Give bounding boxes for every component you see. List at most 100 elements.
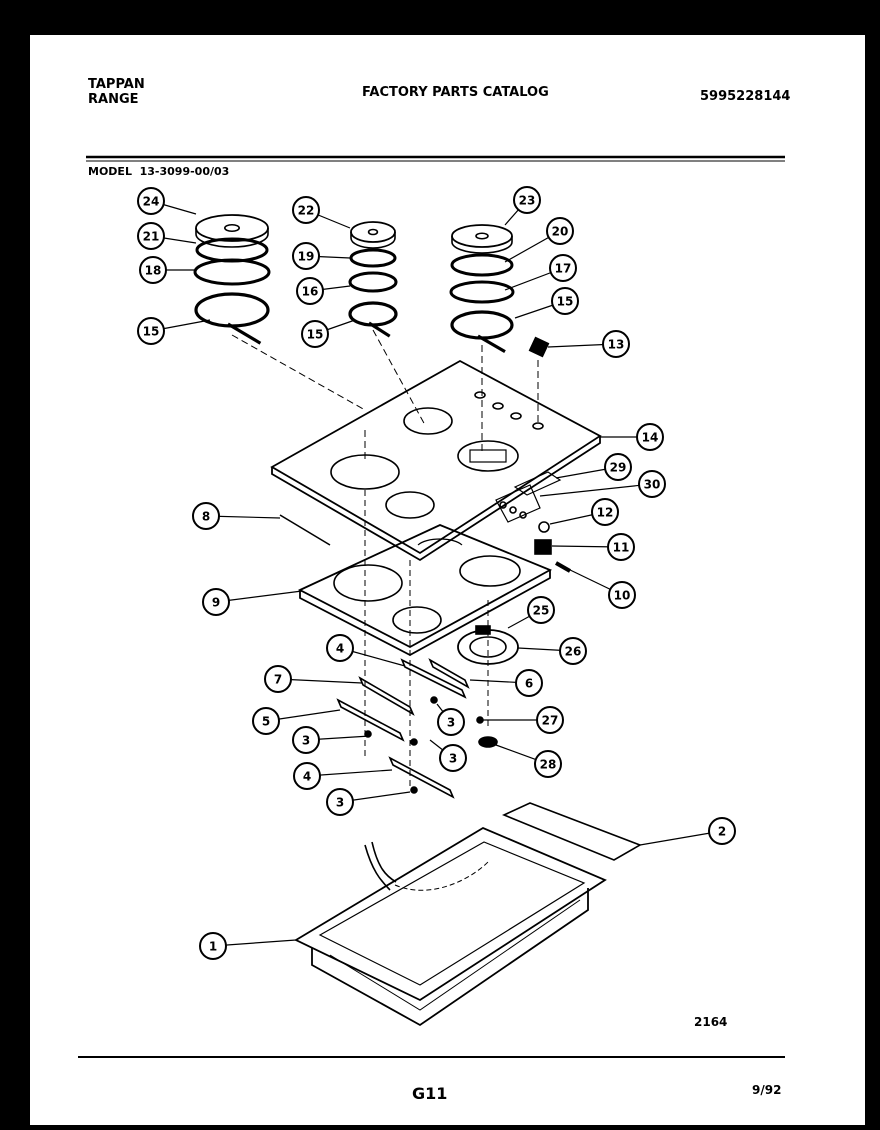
callout-number: 28 <box>540 758 557 772</box>
callout: 15 <box>551 287 579 315</box>
control-switch <box>499 501 507 509</box>
support-bracket <box>400 658 467 699</box>
catalog-number: 5995228144 <box>700 89 791 104</box>
element-bracket <box>469 449 507 463</box>
callout-leader <box>306 769 393 777</box>
drawing-number: 2164 <box>694 1015 728 1029</box>
callout: 5 <box>252 707 280 735</box>
knob-hole <box>532 422 544 430</box>
callout: 7 <box>264 665 292 693</box>
callout-circle <box>515 669 543 697</box>
power-cord <box>364 844 391 891</box>
callout: 10 <box>608 581 636 609</box>
drip-tray-hole <box>392 606 442 634</box>
callout-circle <box>439 744 467 772</box>
reflector-ring <box>349 248 397 268</box>
callout-number: 19 <box>298 250 315 264</box>
callout-circle <box>608 581 636 609</box>
leader-lines <box>150 199 723 947</box>
wire-route <box>394 861 489 891</box>
brand-name: TAPPAN RANGE <box>88 77 145 107</box>
callout: 2 <box>708 817 736 845</box>
callout-circle <box>199 932 227 960</box>
callout-leader <box>215 590 303 603</box>
callout-circle <box>604 453 632 481</box>
burner-cap <box>350 221 396 243</box>
callout: 28 <box>534 750 562 778</box>
cooktop-hole <box>403 407 453 435</box>
gasket <box>279 514 331 546</box>
callout-circle <box>638 470 666 498</box>
callout: 13 <box>602 330 630 358</box>
control-switch <box>509 506 517 514</box>
callout: 21 <box>137 222 165 250</box>
support-bracket <box>336 698 405 742</box>
callout-number: 15 <box>557 295 574 309</box>
cooktop-hole <box>330 454 400 490</box>
callout-circle <box>292 196 320 224</box>
callout: 4 <box>293 762 321 790</box>
coil-terminal <box>227 322 262 345</box>
callout-circle <box>264 665 292 693</box>
heating-coil <box>450 310 514 340</box>
callout-circle <box>252 707 280 735</box>
alignment-line <box>372 329 426 426</box>
callout-circle <box>559 637 587 665</box>
callout-number: 4 <box>336 642 344 656</box>
catalog-title: FACTORY PARTS CATALOG <box>362 85 549 100</box>
callout: 1 <box>199 932 227 960</box>
reflector-ring <box>193 258 271 286</box>
model-label: MODEL <box>88 165 132 178</box>
callout-circle <box>437 708 465 736</box>
callout: 23 <box>513 186 541 214</box>
callout-circle <box>296 277 324 305</box>
callout: 16 <box>296 277 324 305</box>
burner-cap-rim <box>451 236 513 254</box>
switch-knob-shaft <box>555 561 571 573</box>
callout-number: 20 <box>552 225 569 239</box>
callout-circle <box>527 596 555 624</box>
trim-strip <box>501 802 642 861</box>
cooktop-hole <box>457 440 519 472</box>
callout-circle <box>326 788 354 816</box>
callout-circle <box>292 726 320 754</box>
callout-circle <box>636 423 664 451</box>
callout-leader <box>277 678 363 684</box>
callout-number: 10 <box>614 589 631 603</box>
callout-circle <box>536 706 564 734</box>
burner-cap-rim <box>195 228 269 248</box>
callout-circle <box>326 634 354 662</box>
alignment-line <box>231 334 366 411</box>
control-switch <box>519 511 527 519</box>
callout-circle <box>708 817 736 845</box>
knob-hole <box>510 412 522 420</box>
callout-circle <box>139 256 167 284</box>
burner-cap-center <box>475 232 489 240</box>
callout-circle <box>591 498 619 526</box>
callout-number: 15 <box>307 328 324 342</box>
reflector-ring <box>195 237 269 263</box>
callout: 3 <box>439 744 467 772</box>
callout: 11 <box>607 533 635 561</box>
callout-number: 8 <box>202 510 210 524</box>
callout-circle <box>607 533 635 561</box>
callout-number: 18 <box>145 264 162 278</box>
callout-number: 4 <box>303 770 311 784</box>
callout-number: 3 <box>447 716 455 730</box>
callout-leader <box>539 483 653 497</box>
cooktop-hole <box>385 491 435 519</box>
callout: 3 <box>326 788 354 816</box>
callout: 19 <box>292 242 320 270</box>
drip-tray <box>297 524 553 649</box>
callout: 4 <box>326 634 354 662</box>
callout-circle <box>293 762 321 790</box>
knob-hole <box>474 391 486 399</box>
callout-number: 3 <box>302 734 310 748</box>
callout-number: 13 <box>608 338 625 352</box>
callout-circle <box>546 217 574 245</box>
callout: 27 <box>536 706 564 734</box>
callout-number: 27 <box>542 714 559 728</box>
callout: 29 <box>604 453 632 481</box>
page-id: G11 <box>412 1084 448 1103</box>
callout: 26 <box>559 637 587 665</box>
